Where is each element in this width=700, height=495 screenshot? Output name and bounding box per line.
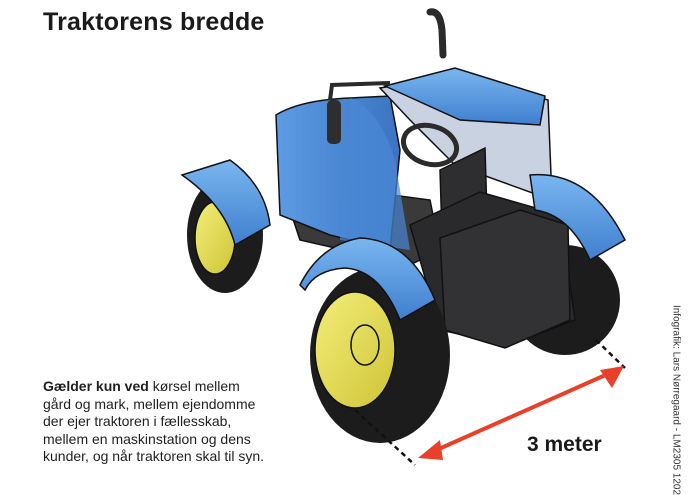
infographic-credit: Infografik: Lars Nørregaard - LM2305 120… — [670, 304, 682, 495]
caption-text: Gælder kun ved kørsel mellem gård og mar… — [43, 378, 323, 466]
caption-line-1: kørsel mellem — [148, 378, 240, 394]
front-left-fender — [180, 159, 271, 247]
rear-left-fender — [299, 237, 436, 322]
caption-line-4: mellem en maskinstation og dens — [43, 430, 251, 447]
side-mirror — [327, 100, 341, 144]
caption-line-2: gård og mark, mellem ejendomme — [43, 395, 256, 412]
caption-line-3: der ejer traktoren i fællesskab, — [43, 413, 232, 429]
steering-wheel — [400, 122, 460, 168]
caption-line-5: kunder, og når traktoren skal til syn. — [43, 448, 264, 464]
width-arrow — [418, 366, 624, 460]
caption-bold-lead: Gælder kun ved — [43, 378, 149, 394]
left-width-guide — [354, 409, 416, 466]
right-width-guide — [595, 339, 626, 369]
rear-right-fender — [529, 173, 626, 262]
cab-roof — [382, 67, 546, 126]
rear-left-wheel — [310, 267, 450, 443]
exhaust-pipe — [426, 8, 447, 59]
width-measurement-label: 3 meter — [527, 433, 602, 456]
mirror-arm — [328, 81, 391, 101]
infographic-title: Traktorens bredde — [43, 8, 265, 36]
